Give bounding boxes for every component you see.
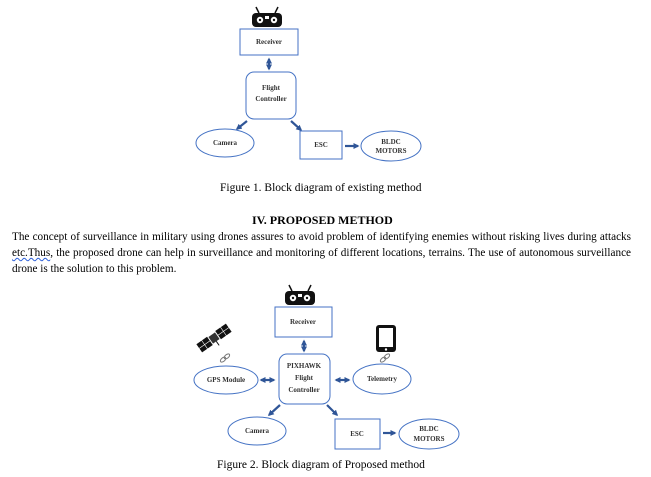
paragraph-text-2: , the proposed drone can help in surveil… [12, 247, 631, 275]
section-paragraph: The concept of surveillance in military … [12, 229, 631, 277]
remote-controller-icon [285, 284, 315, 305]
fig1-camera-label: Camera [213, 139, 238, 147]
section-heading: IV. PROPOSED METHOD [252, 213, 393, 227]
satellite-icon [196, 323, 232, 353]
fig2-pixhawk-box: PIXHAWK Flight Controller [278, 353, 331, 405]
fig1-flight-camera-arrow [235, 120, 248, 130]
fig2-camera-label: Camera [245, 427, 270, 435]
link-icon [379, 353, 391, 363]
fig1-camera-ellipse: Camera [195, 128, 255, 158]
fig2-bldc-label-2: MOTORS [414, 435, 445, 443]
remote-controller-icon [252, 6, 282, 27]
figure2-caption: Figure 2. Block diagram of Proposed meth… [217, 459, 425, 471]
fig2-bldc-label-1: BLDC [419, 425, 438, 433]
fig2-pixhawk-camera-arrow [267, 404, 281, 417]
fig1-flight-label-2: Controller [255, 95, 286, 103]
fig1-bldc-label-2: MOTORS [376, 147, 407, 155]
fig2-receiver-box: Receiver [274, 306, 333, 338]
fig1-esc-label: ESC [314, 141, 328, 149]
fig2-pixhawk-label-2: Flight [295, 374, 314, 382]
fig2-camera-ellipse: Camera [227, 416, 287, 446]
fig1-receiver-box: Receiver [239, 28, 299, 56]
fig2-gps-label: GPS Module [207, 376, 245, 384]
fig2-esc-label: ESC [350, 430, 364, 438]
fig2-pixhawk-esc-arrow [326, 404, 339, 417]
fig2-pixhawk-label-3: Controller [288, 386, 319, 394]
fig2-bldc-ellipse: BLDC MOTORS [398, 418, 460, 450]
fig2-pixhawk-label-1: PIXHAWK [287, 362, 322, 370]
fig1-bldc-ellipse: BLDC MOTORS [360, 130, 422, 162]
figure1-diagram: Receiver Flight Controller Camera ESC BL… [195, 6, 422, 162]
figure2-diagram: Receiver PIXHAWK Flight Controller [193, 284, 460, 450]
fig2-telemetry-ellipse: Telemetry [352, 363, 412, 395]
fig1-esc-box: ESC [299, 130, 343, 160]
fig2-esc-box: ESC [334, 418, 381, 450]
figure1-caption: Figure 1. Block diagram of existing meth… [220, 182, 422, 194]
fig2-receiver-label: Receiver [290, 318, 316, 326]
paragraph-text-1: The concept of surveillance in military … [12, 231, 631, 243]
fig1-flight-esc-arrow [290, 120, 303, 132]
fig1-flight-controller-box: Flight Controller [245, 71, 297, 120]
spellcheck-marked-text: etc.Thus [12, 247, 51, 259]
fig1-flight-label-1: Flight [262, 84, 281, 92]
fig1-bldc-label-1: BLDC [381, 138, 400, 146]
fig2-gps-ellipse: GPS Module [193, 365, 259, 395]
smartphone-icon [376, 325, 396, 352]
fig2-telemetry-label: Telemetry [367, 375, 398, 383]
link-icon [219, 353, 231, 363]
fig1-receiver-label: Receiver [256, 38, 282, 46]
